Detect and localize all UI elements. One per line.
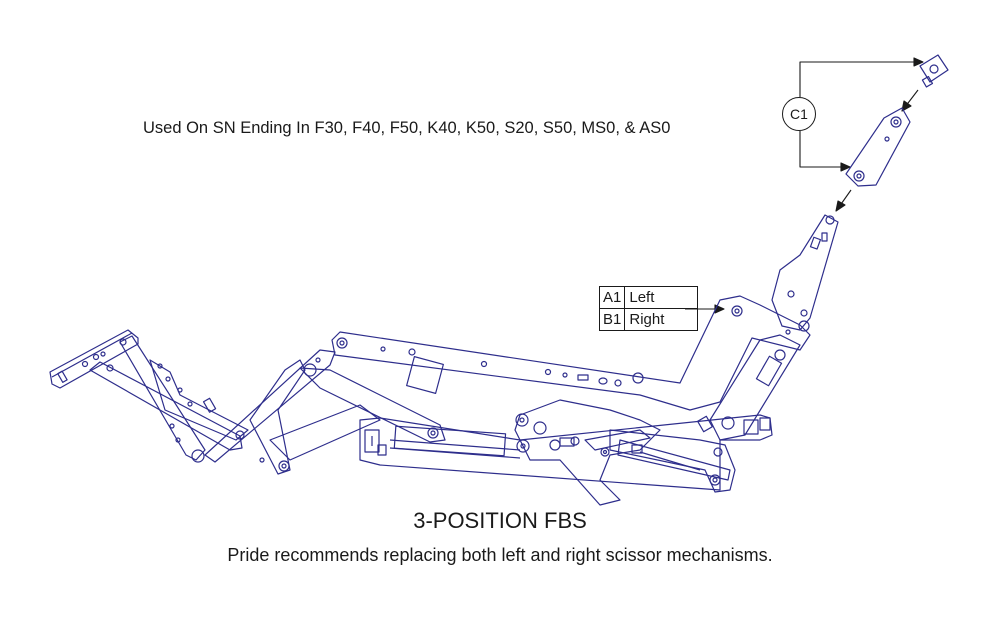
pivot-bolt-part xyxy=(919,54,949,88)
back-bracket xyxy=(771,214,839,332)
arrow-bolt xyxy=(901,89,919,112)
footrest-links xyxy=(89,335,249,463)
callout-bracket xyxy=(799,57,924,172)
legend-side: Left xyxy=(624,286,699,309)
legend-side: Right xyxy=(624,308,699,331)
upper-link xyxy=(331,295,811,411)
replacement-note: Pride recommends replacing both left and… xyxy=(227,545,773,565)
seat-link xyxy=(299,356,446,443)
legend-row: B1 Right xyxy=(598,308,699,331)
side-legend-table: A1 Left B1 Right xyxy=(598,286,699,331)
bracket-part xyxy=(845,107,911,187)
callout-c1: C1 xyxy=(782,97,816,131)
middle-links xyxy=(204,349,381,475)
diagram-title: 3-POSITION FBS xyxy=(413,508,587,533)
footrest-plate xyxy=(49,329,139,389)
used-on-serial-text: Used On SN Ending In F30, F40, F50, K40,… xyxy=(143,119,671,137)
legend-code: B1 xyxy=(598,308,626,331)
rear-links xyxy=(609,334,801,493)
center-plates xyxy=(514,399,661,506)
legend-code: A1 xyxy=(598,286,626,309)
arrow-bracket xyxy=(835,189,852,212)
base-rail xyxy=(359,414,773,491)
legend-row: A1 Left xyxy=(598,286,699,309)
